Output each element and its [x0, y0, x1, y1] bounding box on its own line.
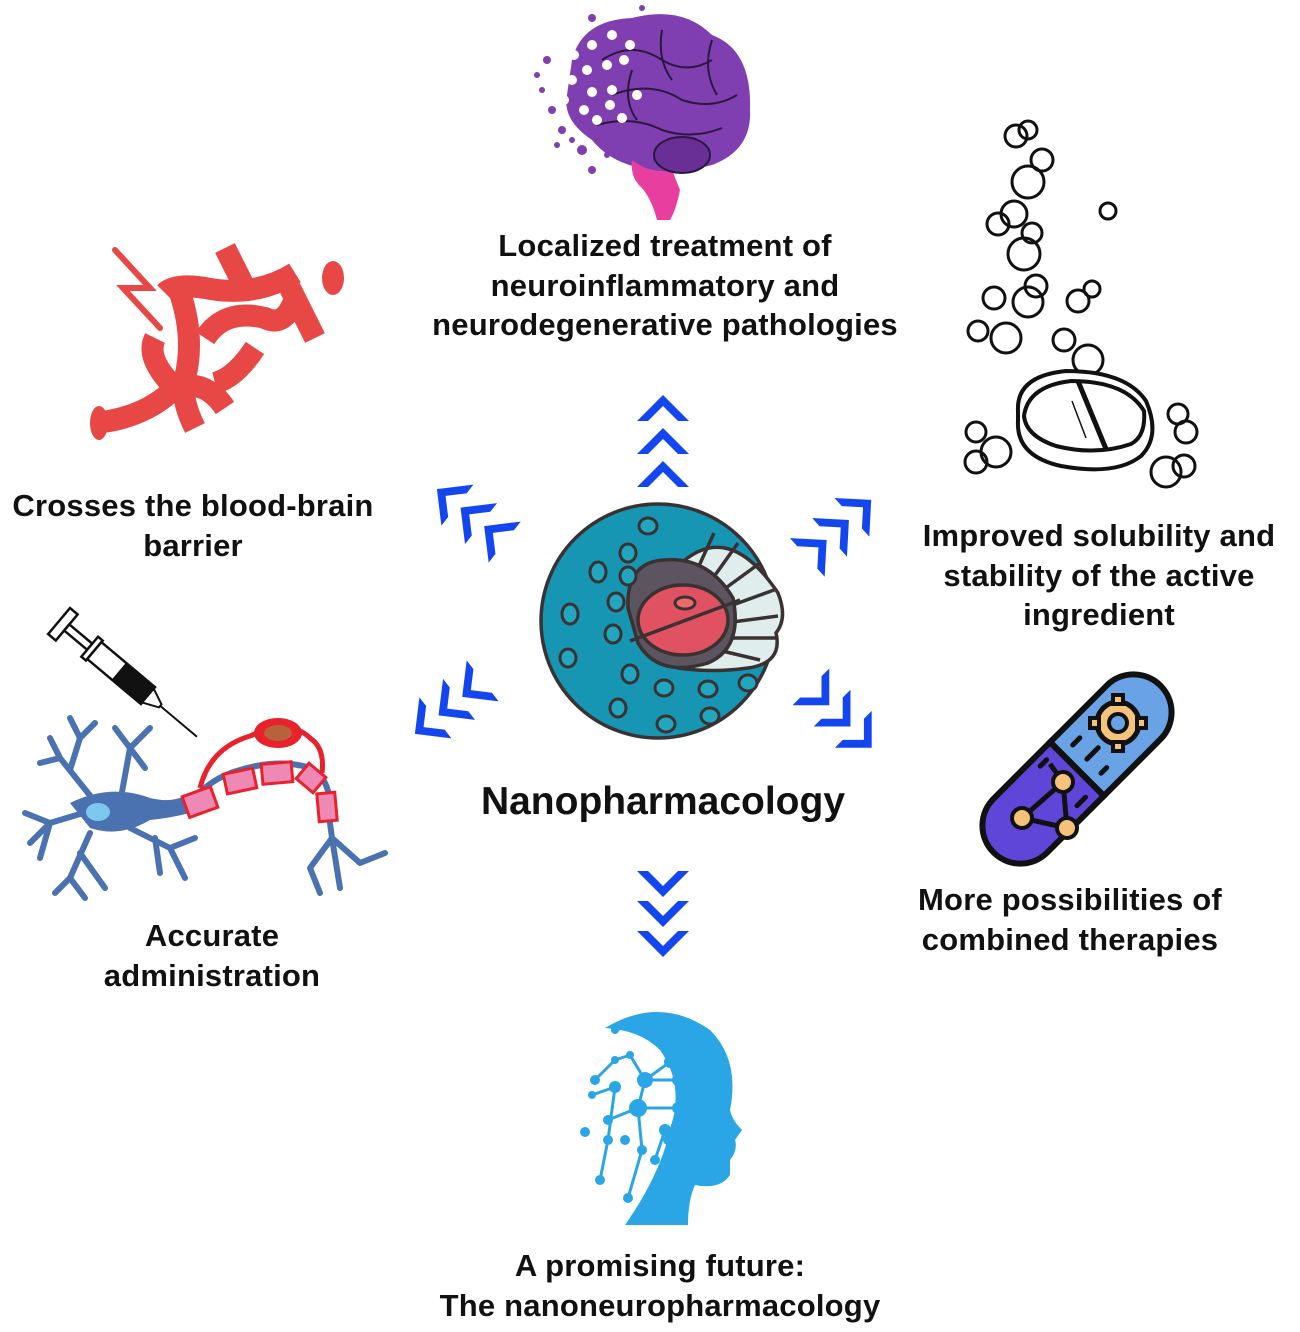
center-title: Nanopharmacology — [480, 780, 846, 823]
arrow-down-right — [792, 668, 891, 767]
syringe-neuron-icon — [22, 606, 388, 901]
benefit-label-upper-left: Crosses the blood-brain barrier — [12, 488, 374, 563]
arrow-up — [637, 395, 689, 487]
capsule-network-icon — [979, 671, 1175, 867]
benefit-label-lower-left: Accurate administration — [103, 918, 321, 993]
benefit-label-bottom: A promising future: The nanoneuropharmac… — [439, 1248, 881, 1323]
benefit-label-lower-right: More possibilities of combined therapies — [918, 882, 1222, 957]
benefit-label-upper-right: Improved solubility and stability of the… — [922, 518, 1276, 633]
brain-icon — [534, 5, 751, 220]
arrow-down-left — [398, 660, 499, 755]
ai-head-icon — [580, 1011, 742, 1225]
effervescent-tablet-icon — [963, 119, 1199, 489]
arrow-up-left — [420, 468, 521, 563]
benefit-label-top: Localized treatment of neuroinflammatory… — [432, 228, 898, 343]
nanoparticle-icon — [539, 502, 785, 740]
arrow-down — [637, 871, 689, 957]
arrow-up-right — [789, 480, 889, 577]
blood-vessels-icon — [90, 243, 344, 440]
